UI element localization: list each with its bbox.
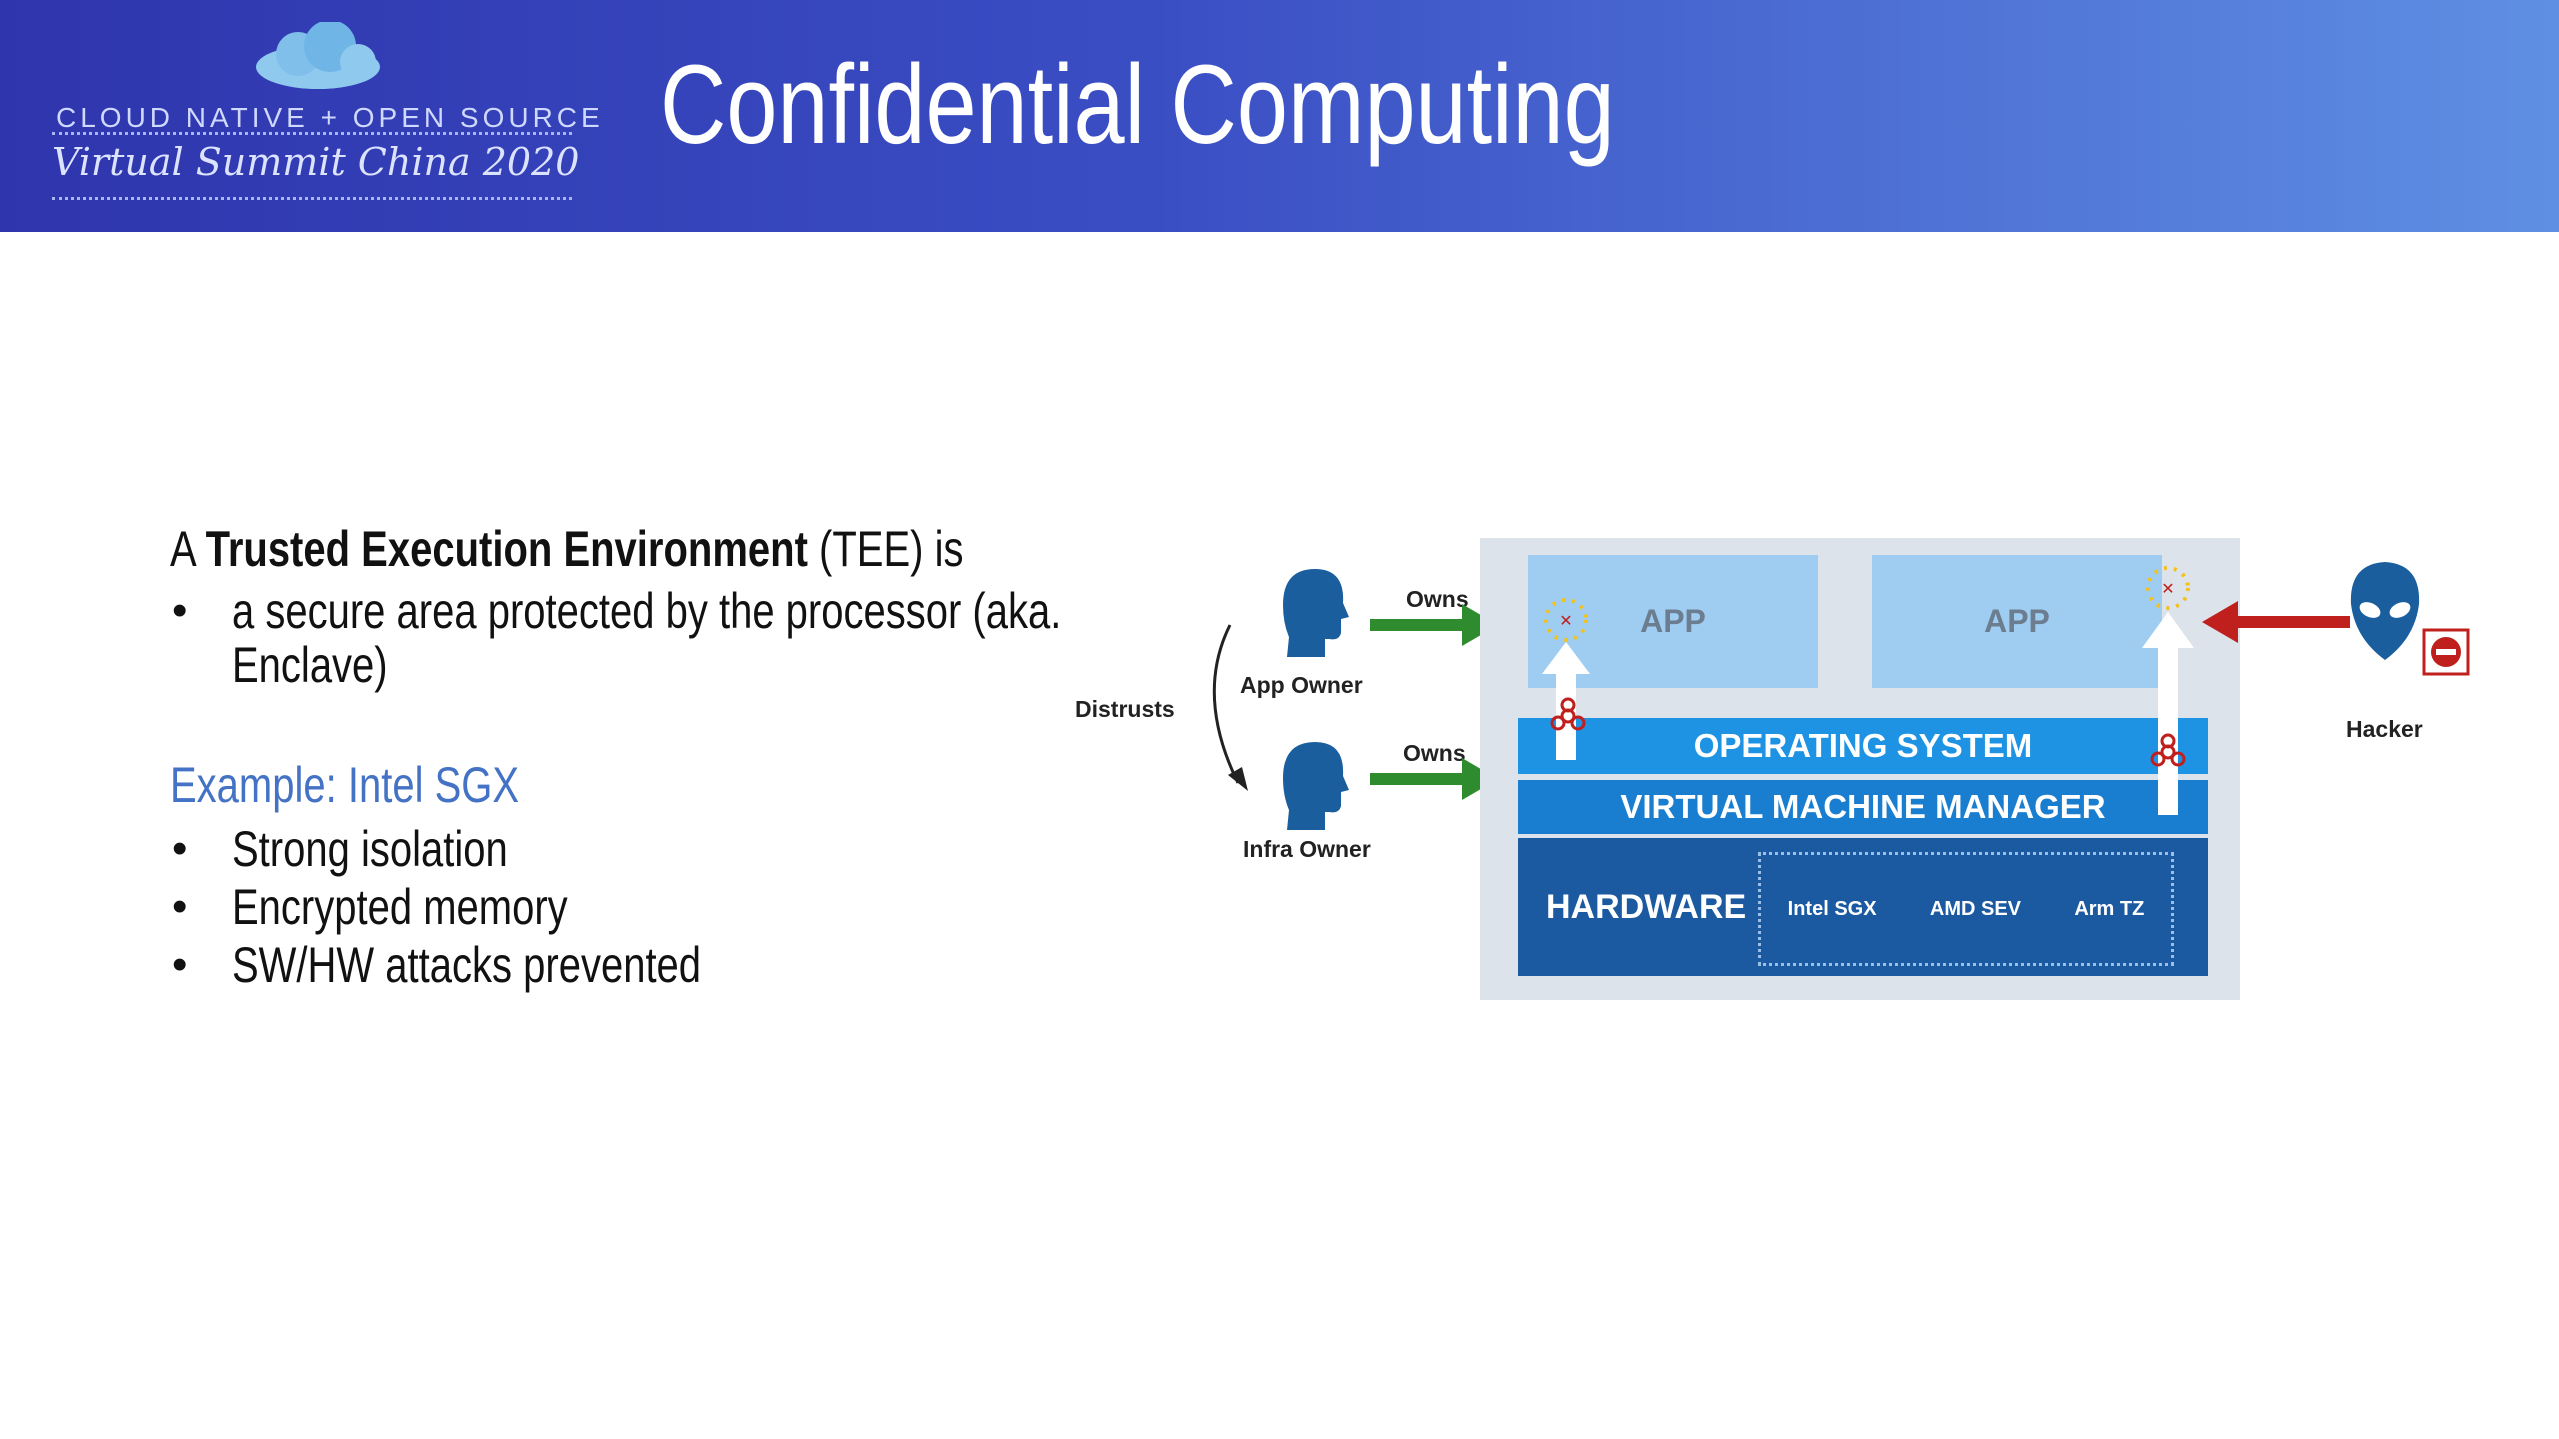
- vmm-bar: VIRTUAL MACHINE MANAGER: [1518, 780, 2208, 834]
- example-heading: Example: Intel SGX: [170, 757, 520, 813]
- svg-text:✕: ✕: [2161, 579, 2174, 598]
- alien-icon: [2350, 562, 2420, 660]
- hardware-layer: HARDWARE Intel SGX AMD SEV Arm TZ: [1518, 838, 2208, 976]
- infra-owner-label: Infra Owner: [1243, 836, 1371, 862]
- operating-system-bar: OPERATING SYSTEM: [1518, 718, 2208, 774]
- tee-bullet-line-1: a secure area protected by the processor…: [232, 583, 1062, 639]
- owns-label-top: Owns: [1406, 586, 1469, 612]
- owns-label-bottom: Owns: [1403, 740, 1466, 766]
- distrusts-label: Distrusts: [1075, 696, 1175, 722]
- example-bullet: Strong isolation: [232, 821, 508, 877]
- tee-suffix: (TEE) is: [807, 521, 964, 577]
- person-icon: [1283, 569, 1349, 657]
- app-owner-label: App Owner: [1240, 672, 1363, 698]
- app-box-right: APP: [1872, 555, 2162, 688]
- svg-text:✕: ✕: [1559, 611, 1572, 630]
- bullet-marker: •: [172, 586, 188, 635]
- header-banner: CLOUD NATIVE + OPEN SOURCE Virtual Summi…: [0, 0, 2559, 232]
- tee-technologies: Intel SGX AMD SEV Arm TZ: [1758, 852, 2174, 966]
- hardware-label: HARDWARE: [1546, 888, 1747, 926]
- chip-intel-sgx: Intel SGX: [1787, 897, 1877, 920]
- enclave-stars-icon: ✕: [1544, 598, 1588, 642]
- tee-bullet-line-2: Enclave): [232, 637, 388, 693]
- enclave-stars-icon: ✕: [2146, 566, 2190, 610]
- hacker-label: Hacker: [2346, 716, 2423, 742]
- tee-diagram: Distrusts App Owner Infra Owner Owns Own…: [1060, 500, 2510, 1020]
- attack-arrow-icon: [2142, 612, 2194, 815]
- attack-arrow-icon: [1542, 642, 1590, 760]
- tee-prefix: A: [170, 521, 206, 577]
- summit-logo: CLOUD NATIVE + OPEN SOURCE Virtual Summi…: [38, 22, 600, 212]
- person-icon: [1283, 742, 1349, 830]
- logo-line-2: Virtual Summit China 2020: [52, 140, 580, 184]
- example-bullet: Encrypted memory: [232, 879, 568, 935]
- tee-term: Trusted Execution Environment: [205, 521, 808, 577]
- distrusts-arrow-icon: [1212, 624, 1248, 791]
- biohazard-icon: [2150, 733, 2186, 767]
- logo-line-1: CLOUD NATIVE + OPEN SOURCE: [56, 102, 604, 133]
- bullet-marker: •: [172, 824, 188, 873]
- logo-divider: [52, 132, 572, 135]
- hacker-arrow-icon: [2202, 601, 2350, 643]
- biohazard-icon: [1550, 697, 1586, 731]
- cloud-icon: [256, 22, 380, 89]
- slide-title: Confidential Computing: [660, 42, 1615, 167]
- chip-arm-tz: Arm TZ: [2074, 897, 2145, 920]
- example-bullet: SW/HW attacks prevented: [232, 937, 702, 993]
- bullet-marker: •: [172, 940, 188, 989]
- bullet-marker: •: [172, 882, 188, 931]
- no-entry-icon: [2422, 628, 2470, 676]
- chip-amd-sev: AMD SEV: [1929, 897, 2021, 920]
- app-box-left: APP: [1528, 555, 1818, 688]
- logo-divider: [52, 197, 572, 200]
- tee-definition-line: A Trusted Execution Environment (TEE) is: [170, 520, 963, 578]
